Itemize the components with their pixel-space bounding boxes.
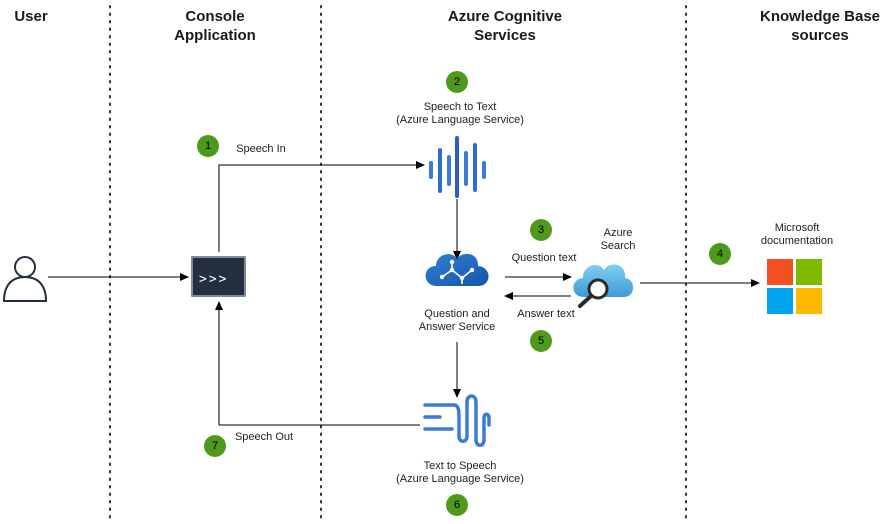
qna-service-icon: [425, 253, 489, 286]
console-terminal-icon: >>>: [191, 256, 246, 297]
column-title-console: Console Application: [174, 8, 256, 44]
edge-speech-out: [215, 301, 420, 426]
step-badge-4: 4: [709, 243, 731, 265]
azure-search-icon: [573, 264, 634, 308]
step-badge-6: 6: [446, 494, 468, 516]
edge-speech-in: [218, 161, 425, 252]
label-text-to-speech: Text to Speech (Azure Language Service): [396, 460, 524, 485]
label-qna-service: Question and Answer Service: [418, 308, 496, 333]
connectors: [48, 161, 760, 426]
column-title-user: User: [14, 8, 48, 25]
speech-to-text-icon: [429, 136, 486, 198]
swimlane-dividers: [109, 5, 687, 523]
column-title-kb: Knowledge Base sources: [759, 8, 881, 44]
step-badge-2: 2: [446, 71, 468, 93]
edge-label-question-text: Question text: [511, 252, 577, 264]
edge-label-speech-in: Speech In: [236, 143, 286, 155]
microsoft-logo: [767, 259, 822, 314]
step-badge-1: 1: [197, 135, 219, 157]
step-badge-5: 5: [530, 330, 552, 352]
edge-label-speech-out: Speech Out: [234, 431, 294, 443]
label-azure-search: Azure Search: [600, 227, 636, 252]
text-to-speech-icon: [423, 394, 491, 447]
label-speech-to-text: Speech to Text (Azure Language Service): [396, 101, 524, 126]
label-microsoft-documentation: Microsoft documentation: [760, 222, 834, 247]
user-icon: [2, 256, 48, 302]
step-badge-7: 7: [204, 435, 226, 457]
terminal-prompt: >>>: [199, 272, 229, 287]
column-title-azure: Azure Cognitive Services: [447, 8, 563, 44]
edge-label-answer-text: Answer text: [517, 308, 575, 320]
step-badge-3: 3: [530, 219, 552, 241]
